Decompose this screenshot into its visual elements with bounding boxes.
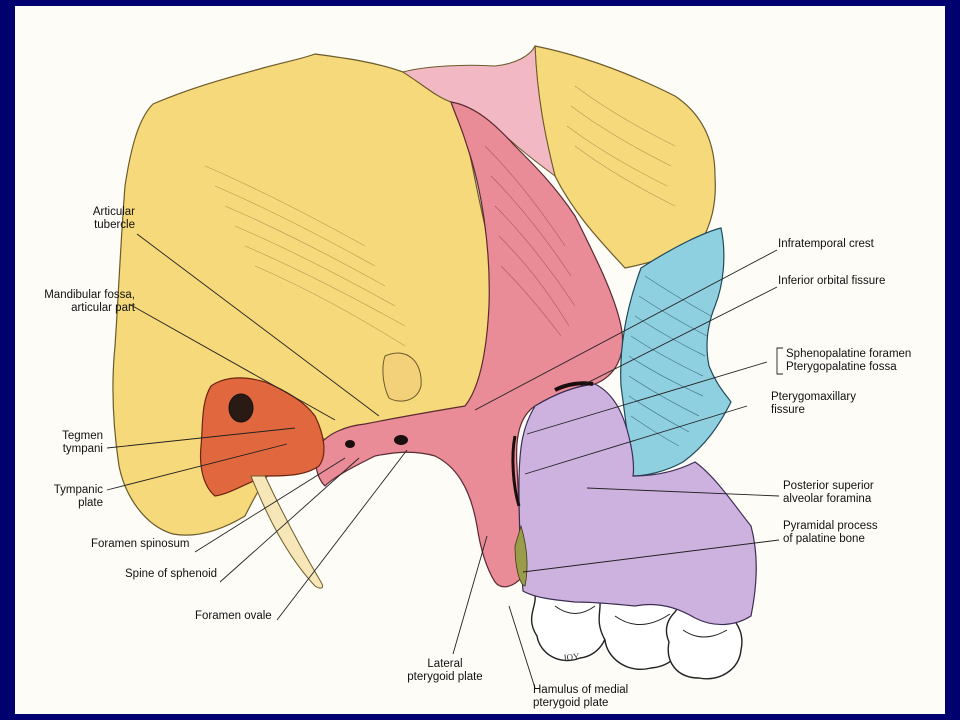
- sphenoid-bone: [315, 101, 624, 588]
- artist-signature: JOY: [562, 651, 580, 663]
- label-infratemporal-crest: Infratemporal crest: [778, 238, 874, 250]
- styloid-process: [250, 475, 324, 589]
- skull-illustration: [106, 45, 783, 689]
- leader-lines: [106, 233, 783, 689]
- auditory-meatus: [228, 393, 254, 423]
- inferior-orbital-fissure-mark: [554, 381, 594, 392]
- sphenoid-hatch: [484, 145, 576, 337]
- hamulus-sliver: [514, 524, 528, 587]
- label-pyramidal-process: Pyramidal process of palatine bone: [783, 520, 878, 545]
- label-foramen-ovale: Foramen ovale: [195, 610, 272, 622]
- label-sphenopalatine-group: Sphenopalatine foramen Pterygopalatine f…: [786, 348, 911, 374]
- label-pterygopalatine-fossa: Pterygopalatine fossa: [786, 361, 897, 373]
- maxilla-hatch: [628, 275, 712, 447]
- maxilla-bone: [620, 227, 732, 477]
- label-mandibular-fossa: Mandibular fossa, articular part: [44, 289, 135, 314]
- label-tegmen-tympani: Tegmen tympani: [62, 430, 103, 455]
- pterygomaxillary-fissure-mark: [511, 435, 521, 507]
- foramen-spinosum-hole: [345, 440, 355, 448]
- label-posterior-superior-alveolar: Posterior superior alveolar foramina: [783, 480, 874, 505]
- label-lateral-pterygoid-plate: Lateral pterygoid plate: [407, 658, 483, 683]
- articular-eminence: [382, 352, 422, 402]
- label-tympanic-plate: Tympanic plate: [53, 484, 103, 509]
- hatch-texture: [204, 85, 676, 347]
- label-hamulus: Hamulus of medial pterygoid plate: [533, 684, 629, 709]
- label-sphenopalatine-foramen: Sphenopalatine foramen: [786, 348, 912, 360]
- label-pterygomaxillary-fissure: Pterygomaxillary fissure: [771, 391, 856, 416]
- foramen-ovale-hole: [394, 435, 408, 445]
- label-spine-of-sphenoid: Spine of sphenoid: [125, 568, 218, 580]
- label-articular-tubercle: Articular tubercle: [92, 206, 135, 231]
- illustration-frame: Articular tubercle Mandibular fossa, art…: [15, 6, 945, 714]
- label-inferior-orbital-fissure: Inferior orbital fissure: [778, 275, 886, 287]
- label-foramen-spinosum: Foramen spinosum: [91, 538, 190, 550]
